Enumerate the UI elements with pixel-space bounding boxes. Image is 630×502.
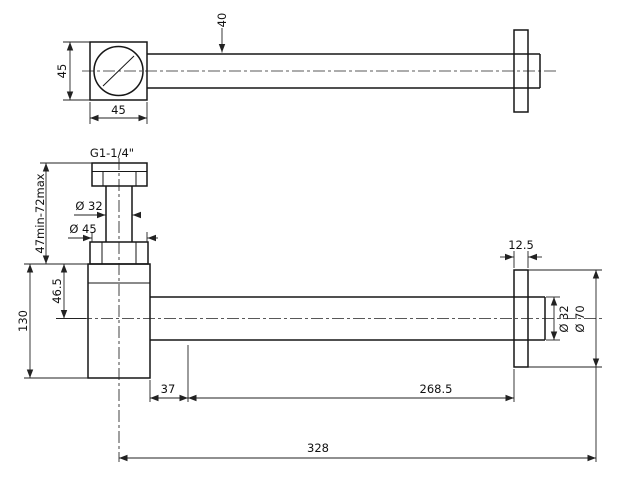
- top-view: 45 45 40: [55, 13, 556, 124]
- dim-inlet-diameter: Ø 32: [74, 199, 142, 219]
- top-outlet-tube: [147, 53, 541, 89]
- dim-top-height-label: 45: [55, 64, 69, 79]
- dim-nut-diameter-label: Ø 45: [69, 222, 96, 236]
- top-body-circle: [93, 45, 144, 97]
- dim-overall-length: 328: [119, 441, 596, 462]
- dim-top-height: 45: [55, 41, 90, 101]
- dim-inlet-diameter-label: Ø 32: [75, 199, 102, 213]
- dim-top-tube-diameter: 40: [215, 13, 229, 53]
- dim-flange-diameter: Ø 70: [528, 269, 602, 462]
- dim-flange-thickness-label: 12.5: [508, 238, 534, 252]
- top-slot-line: [102, 55, 135, 87]
- dim-outlet-diameter-label: Ø 32: [557, 305, 571, 332]
- dim-top-tube-diameter-label: 40: [215, 13, 229, 28]
- dim-axis-offset-label: 46.5: [50, 278, 64, 304]
- dim-body-to-joint-label: 37: [161, 382, 176, 396]
- dim-flange-diameter-label: Ø 70: [573, 305, 587, 332]
- dim-tube-length-label: 268.5: [420, 382, 453, 396]
- dim-flange-thickness: 12.5: [500, 238, 542, 268]
- dim-height-adjust: 47min-72max: [24, 162, 92, 265]
- dim-overall-length-label: 328: [307, 441, 329, 455]
- top-wall-flange: [513, 29, 529, 113]
- dim-outlet-diameter: Ø 32: [546, 296, 571, 341]
- dim-nut-diameter: Ø 45: [68, 222, 158, 242]
- dim-top-width: 45: [89, 102, 148, 124]
- inlet-top-nut: [91, 162, 148, 187]
- front-view: G1-1/4" 47min-72max: [16, 146, 604, 462]
- dim-body-height: 130: [16, 264, 88, 379]
- dim-top-width-label: 45: [111, 103, 126, 117]
- dim-axis-offset: 46.5: [50, 264, 86, 319]
- dim-height-adjust-label: 47min-72max: [33, 173, 47, 253]
- top-body-outline: [89, 41, 148, 101]
- dim-body-to-joint: 37: [149, 345, 189, 402]
- dim-body-height-label: 130: [16, 310, 30, 332]
- dim-tube-length: 268.5: [188, 369, 515, 402]
- thread-label: G1-1/4": [90, 146, 134, 160]
